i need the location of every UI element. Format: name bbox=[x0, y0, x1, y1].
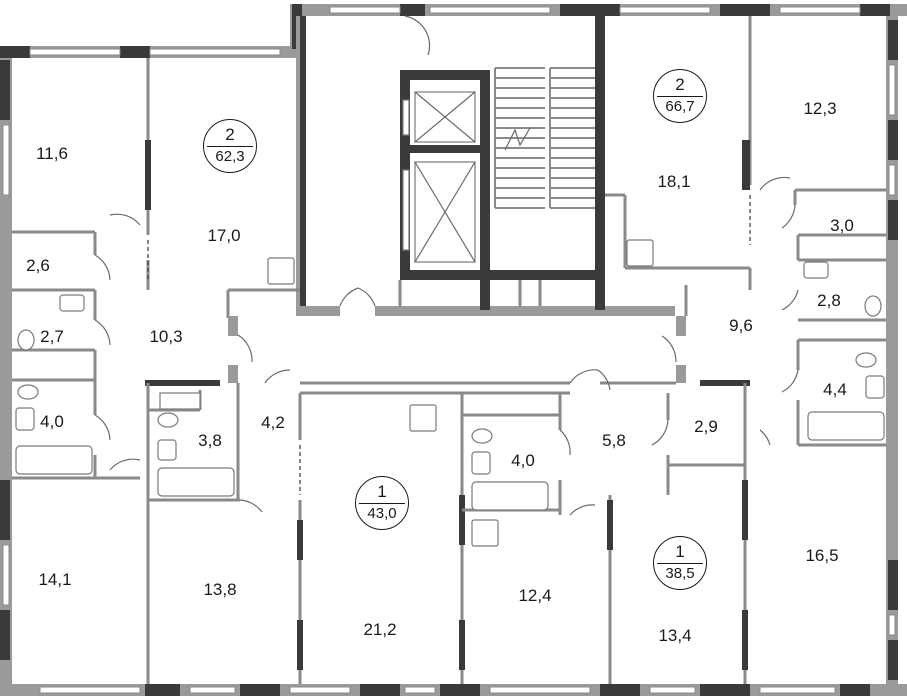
room-area-label: 9,6 bbox=[729, 316, 753, 335]
room-area-label: 4,2 bbox=[261, 413, 285, 432]
apartment-badge: 2 62,3 bbox=[203, 119, 257, 173]
room-area-label: 3,0 bbox=[830, 216, 854, 235]
room-area-label: 14,1 bbox=[38, 570, 72, 589]
interior-walls bbox=[12, 16, 886, 684]
apartment-total-area: 66,7 bbox=[665, 98, 695, 115]
room-area-label: 4,4 bbox=[823, 380, 847, 399]
badge-divider bbox=[359, 503, 405, 504]
badge-divider bbox=[207, 146, 253, 147]
apartment-total-area: 62,3 bbox=[215, 148, 245, 165]
room-area-label: 12,3 bbox=[803, 99, 837, 118]
apartment-total-area: 43,0 bbox=[367, 505, 397, 522]
badge-divider bbox=[657, 96, 703, 97]
room-area-label: 18,1 bbox=[657, 172, 691, 191]
apartment-badge: 1 43,0 bbox=[355, 476, 409, 530]
room-area-label: 12,4 bbox=[518, 586, 552, 605]
dashed-openings bbox=[147, 195, 751, 495]
room-area-label: 13,8 bbox=[203, 580, 237, 599]
elevator-shafts bbox=[402, 91, 476, 263]
room-area-label: 13,4 bbox=[658, 626, 692, 645]
apartment-badge: 2 66,7 bbox=[653, 69, 707, 123]
apartment-room-count: 2 bbox=[675, 75, 685, 94]
room-area-label: 2,8 bbox=[817, 291, 841, 310]
room-area-label: 16,5 bbox=[805, 546, 839, 565]
facade-accents bbox=[0, 4, 898, 696]
room-area-label: 2,9 bbox=[694, 417, 718, 436]
room-area-label: 2,7 bbox=[40, 327, 64, 346]
room-area-label: 5,8 bbox=[602, 431, 626, 450]
apartment-room-count: 1 bbox=[675, 542, 685, 561]
apartment-room-count: 2 bbox=[225, 125, 235, 144]
stair-break-line bbox=[504, 127, 531, 151]
staircase bbox=[494, 67, 595, 209]
apartment-badge: 1 38,5 bbox=[653, 536, 707, 590]
bathroom-fixtures bbox=[15, 239, 885, 547]
apartment-total-area: 38,5 bbox=[665, 565, 695, 582]
windows bbox=[2, 6, 896, 694]
badge-divider bbox=[657, 563, 703, 564]
room-area-label: 10,3 bbox=[149, 327, 183, 346]
room-area-label: 21,2 bbox=[363, 620, 397, 639]
room-area-label: 17,0 bbox=[207, 226, 241, 245]
room-area-label: 2,6 bbox=[26, 256, 50, 275]
room-area-label: 4,0 bbox=[40, 412, 64, 431]
room-area-label: 11,6 bbox=[36, 144, 68, 163]
room-area-label: 4,0 bbox=[511, 451, 535, 470]
room-area-label: 3,8 bbox=[198, 431, 222, 450]
apartment-room-count: 1 bbox=[377, 482, 387, 501]
doors bbox=[94, 15, 799, 516]
